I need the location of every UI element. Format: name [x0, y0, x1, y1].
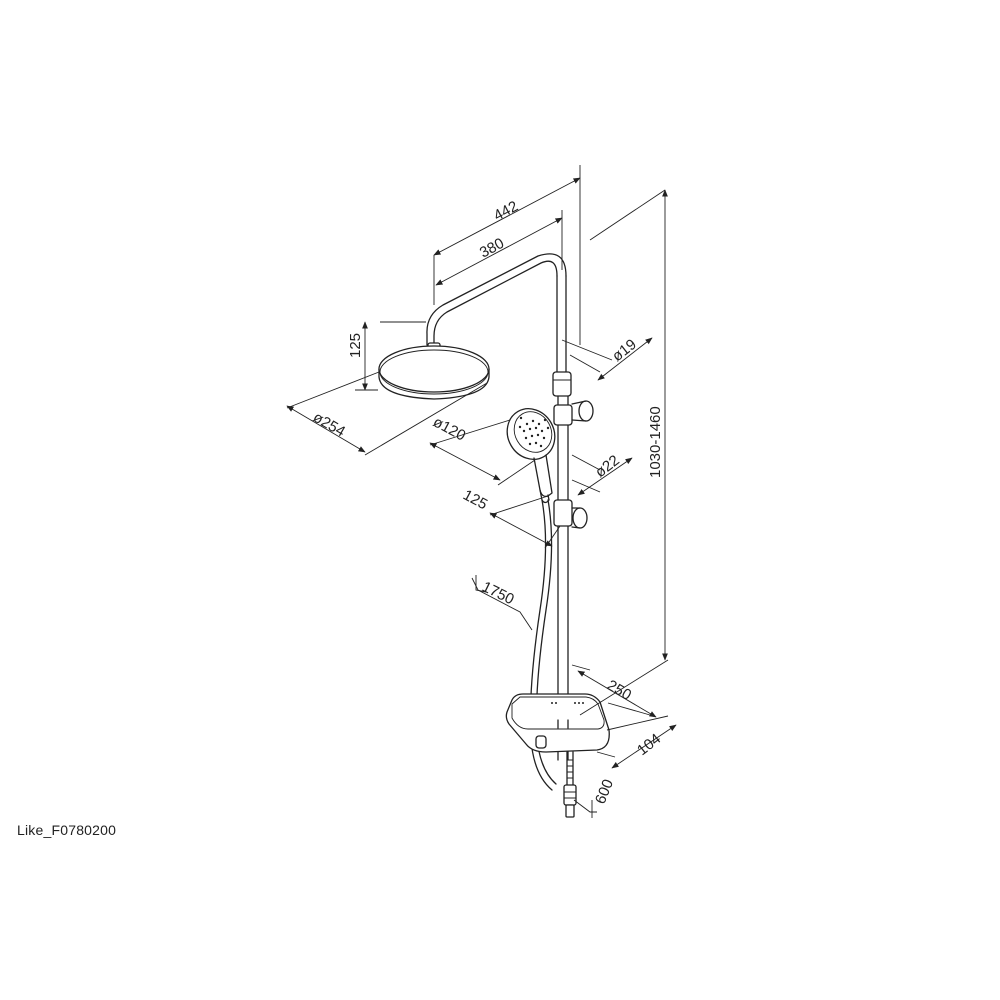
dim-254-label: ø254	[310, 409, 348, 441]
inlet-connector	[563, 751, 577, 818]
dimension-19: ø19	[561, 336, 653, 381]
dimension-125-head: 125	[347, 321, 426, 391]
dim-250-label: 250	[604, 677, 634, 704]
dim-22-label: ø22	[592, 452, 623, 481]
dim-19-label: ø19	[609, 336, 640, 365]
dimension-600: 600	[573, 777, 617, 818]
dim-600-label: 600	[592, 777, 617, 807]
hand-shower	[506, 408, 556, 504]
dimension-1030-1460: 1030-1460	[579, 189, 669, 716]
thermostat-shelf	[505, 693, 610, 753]
dim-hose-label: 1750	[479, 578, 516, 608]
dimension-hose: 1750	[471, 575, 533, 631]
dimension-104: 104	[596, 715, 677, 769]
dim-125-head-label: 125	[347, 333, 364, 358]
dimension-442: 442	[433, 165, 581, 345]
slider-bracket	[553, 499, 588, 529]
product-code-label: Like_F0780200	[17, 822, 117, 838]
dim-125-hand-label: 125	[460, 487, 490, 514]
dim-1030-1460-label: 1030-1460	[647, 406, 664, 478]
overhead-arm	[426, 253, 567, 346]
rain-shower-head	[378, 342, 490, 400]
dim-120-label: ø120	[430, 414, 468, 445]
riser-collar	[552, 371, 572, 397]
dim-380-label: 380	[477, 235, 507, 262]
hand-shower-holder	[553, 400, 594, 426]
dim-104-label: 104	[634, 730, 664, 759]
dimension-22: ø22	[571, 452, 633, 496]
spray-nozzles	[518, 416, 550, 448]
dim-442-label: 442	[491, 198, 521, 225]
